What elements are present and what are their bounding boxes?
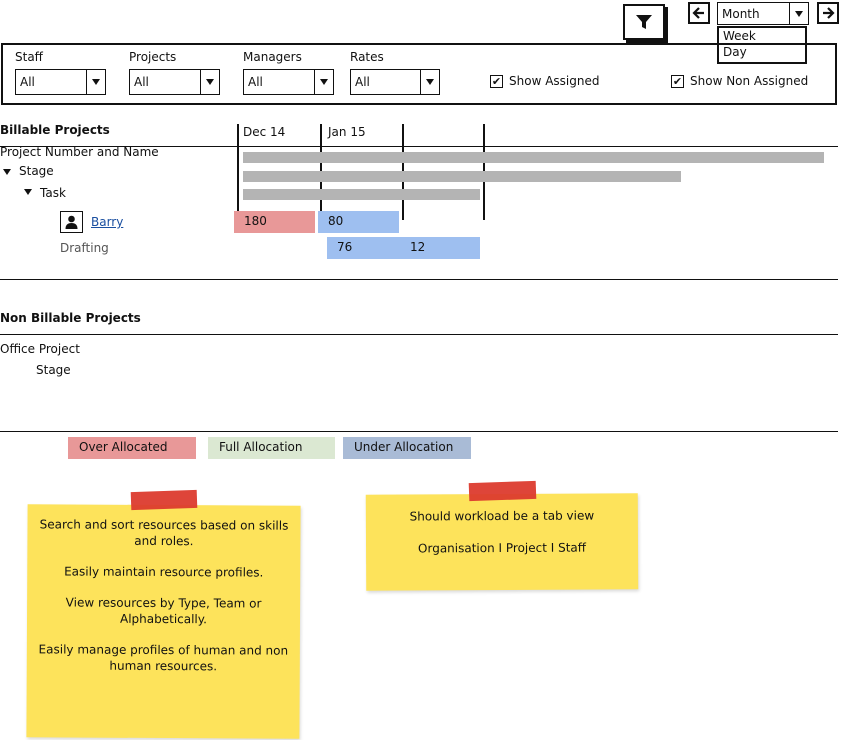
previous-button[interactable]	[688, 2, 710, 24]
projects-select[interactable]: All	[129, 69, 220, 95]
note-text: Easily manage profiles of human and non …	[38, 642, 289, 674]
filter-button[interactable]	[623, 4, 665, 40]
project-row-label: Project Number and Name	[0, 145, 159, 159]
tape	[130, 489, 198, 511]
rates-label: Rates	[350, 50, 384, 64]
projects-label: Projects	[129, 50, 177, 64]
office-project-label: Office Project	[0, 342, 80, 356]
note-text: Easily maintain resource profiles.	[64, 564, 264, 580]
tape	[468, 480, 537, 502]
allocation-under[interactable]: 80	[318, 211, 399, 233]
chevron-down-icon	[420, 70, 439, 94]
timeline-divider	[237, 124, 239, 220]
period-select[interactable]: Month	[717, 2, 809, 25]
chevron-down-icon	[86, 70, 105, 94]
drafting-row-label: Drafting	[60, 241, 109, 255]
show-non-assigned-checkbox[interactable]: ✔	[671, 75, 684, 88]
projects-select-value: All	[134, 75, 149, 89]
divider	[0, 431, 838, 432]
managers-select[interactable]: All	[243, 69, 334, 95]
arrow-right-icon	[823, 7, 835, 19]
staff-select-value: All	[20, 75, 35, 89]
legend-under-allocation: Under Allocation	[343, 437, 471, 459]
expand-triangle-icon[interactable]	[3, 169, 11, 175]
arrow-left-icon	[692, 7, 704, 19]
note-text: View resources by Type, Team or Alphabet…	[65, 595, 262, 627]
divider	[0, 334, 838, 335]
period-option-day[interactable]: Day	[723, 45, 747, 59]
staff-label: Staff	[15, 50, 43, 64]
avatar	[60, 211, 83, 233]
period-dropdown-menu: Week Day	[717, 26, 807, 64]
timeline-label-dec: Dec 14	[243, 125, 286, 139]
managers-select-value: All	[248, 75, 263, 89]
task-row-label: Task	[40, 186, 66, 200]
managers-label: Managers	[243, 50, 302, 64]
next-button[interactable]	[817, 2, 839, 24]
expand-triangle-icon[interactable]	[24, 189, 32, 195]
user-icon	[65, 215, 78, 229]
show-assigned-label: Show Assigned	[509, 74, 600, 88]
chevron-down-icon	[200, 70, 219, 94]
show-non-assigned-label: Show Non Assigned	[690, 74, 809, 88]
stage-gantt-bar[interactable]	[243, 171, 681, 182]
note-text: Should workload be a tab view	[409, 508, 595, 524]
billable-title: Billable Projects	[0, 123, 110, 137]
office-stage-label: Stage	[36, 363, 71, 377]
chevron-down-icon	[789, 3, 808, 24]
task-gantt-bar[interactable]	[243, 189, 480, 200]
filter-panel	[1, 43, 837, 105]
note-text: Organisation I Project I Staff	[417, 540, 587, 556]
legend-over-allocated: Over Allocated	[68, 437, 196, 459]
timeline-label-jan: Jan 15	[328, 125, 366, 139]
period-select-value: Month	[722, 6, 760, 21]
allocation-under[interactable]: 76 12	[327, 237, 480, 259]
project-gantt-bar[interactable]	[243, 152, 824, 163]
person-link-barry[interactable]: Barry	[91, 215, 124, 229]
rates-select[interactable]: All	[350, 69, 440, 95]
allocation-value: 12	[410, 240, 426, 254]
filter-icon	[636, 15, 652, 29]
rates-select-value: All	[355, 75, 370, 89]
period-option-week[interactable]: Week	[723, 29, 756, 43]
note-text: Search and sort resources based on skill…	[39, 517, 289, 549]
sticky-note-left: Search and sort resources based on skill…	[26, 504, 301, 739]
divider	[0, 279, 838, 280]
stage-row-label: Stage	[19, 164, 54, 178]
divider	[0, 146, 838, 147]
staff-select[interactable]: All	[15, 69, 106, 95]
allocation-over[interactable]: 180	[234, 211, 315, 233]
sticky-note-right: Should workload be a tab view Organisati…	[365, 493, 639, 591]
show-assigned-checkbox[interactable]: ✔	[490, 75, 503, 88]
non-billable-title: Non Billable Projects	[0, 311, 141, 325]
chevron-down-icon	[314, 70, 333, 94]
legend-full-allocation: Full Allocation	[208, 437, 335, 459]
allocation-value: 76	[337, 240, 353, 254]
